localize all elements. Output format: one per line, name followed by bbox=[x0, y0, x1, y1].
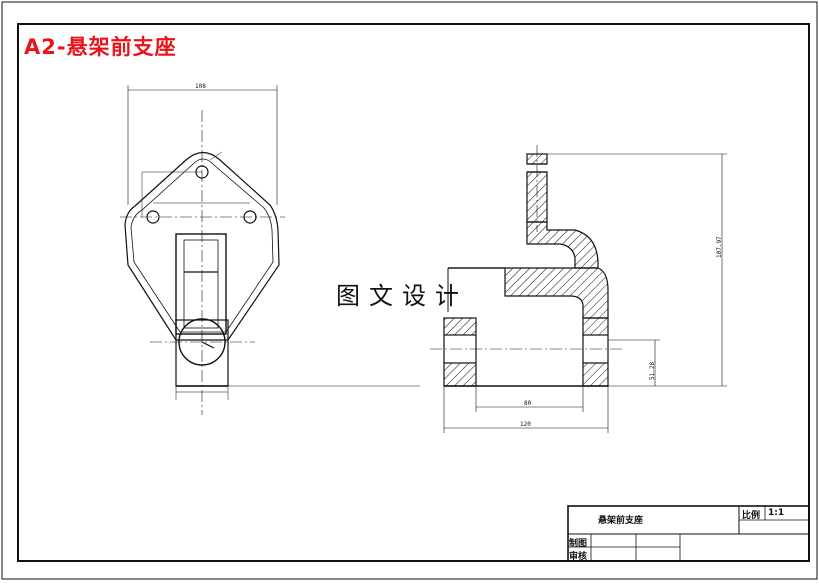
title-block bbox=[567, 505, 810, 562]
center-slot bbox=[175, 233, 227, 335]
center-slot-inner bbox=[183, 239, 219, 329]
right-leg-top bbox=[582, 317, 609, 336]
left-leg-top bbox=[443, 317, 477, 336]
watermark-text: 图文设计 bbox=[336, 282, 468, 310]
dim-120-label: 120 bbox=[520, 421, 531, 428]
tb-drawn-by-label: 制图 bbox=[569, 539, 588, 549]
dim-80-label: 80 bbox=[524, 400, 532, 407]
section-view bbox=[430, 145, 622, 387]
drawing-title: A2-悬架前支座 bbox=[24, 35, 177, 59]
left-leg-bottom bbox=[443, 362, 477, 387]
bracket-inner-outline bbox=[130, 158, 274, 333]
tb-scale-label: 比例 bbox=[742, 511, 761, 521]
dim-108-label: 108 bbox=[195, 83, 206, 90]
tb-checked-by-label: 审核 bbox=[569, 552, 588, 562]
arm-elbow bbox=[526, 221, 599, 269]
inner-border bbox=[17, 23, 810, 562]
dim-107-label: 107.97 bbox=[716, 236, 723, 258]
front-view bbox=[120, 85, 420, 415]
right-leg-bottom bbox=[582, 362, 609, 387]
hole-leader bbox=[209, 151, 223, 161]
boss-radius bbox=[201, 341, 215, 349]
dim-51-label: 51.28 bbox=[649, 361, 656, 380]
bracket-outline bbox=[124, 151, 280, 341]
tb-part-name: 悬架前支座 bbox=[598, 516, 644, 526]
section-dimensions bbox=[443, 153, 727, 433]
tb-scale-value: 1:1 bbox=[768, 508, 785, 518]
top-plate bbox=[448, 267, 609, 319]
